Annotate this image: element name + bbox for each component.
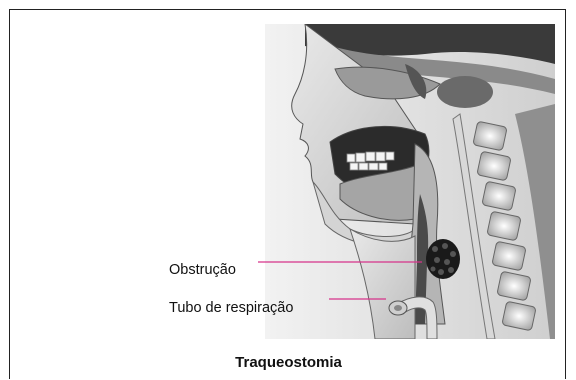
- figure-frame: Obstrução Tubo de respiração Traqueostom…: [9, 9, 566, 379]
- leader-lines: [10, 10, 567, 380]
- figure-caption: Traqueostomia: [10, 354, 567, 371]
